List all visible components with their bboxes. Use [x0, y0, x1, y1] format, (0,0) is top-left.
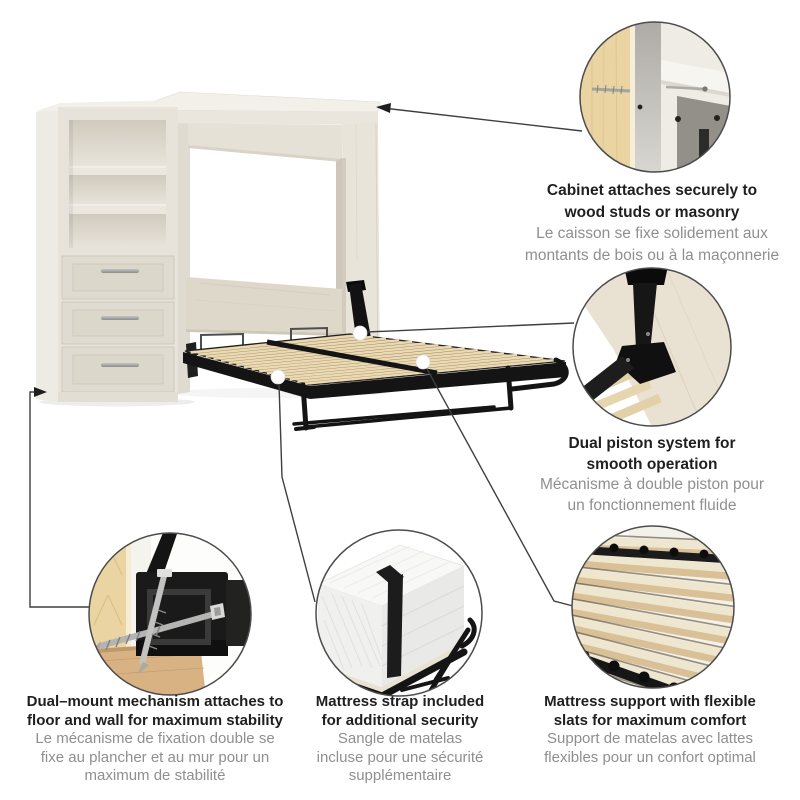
lag-screw — [90, 603, 225, 652]
callout-text-piston: Dual piston system for smooth operation … — [502, 434, 800, 516]
callout-en-text: Dual piston system for smooth operation — [568, 435, 736, 473]
callout-fr-text: Support de matelas avec lattes flexibles… — [544, 730, 756, 766]
white-dot-marker — [270, 369, 286, 385]
white-dot-marker — [352, 325, 368, 341]
bookcase — [36, 100, 180, 402]
callout-text-cabinet: Cabinet attaches securely to wood studs … — [502, 180, 800, 266]
callout-circle-piston — [572, 267, 732, 427]
connector-slats — [426, 368, 574, 607]
arrowhead — [376, 103, 391, 113]
wire-retainer-left — [200, 332, 244, 349]
center-rail — [266, 339, 438, 376]
mattress-strap — [376, 565, 404, 678]
lag-screw — [665, 85, 708, 92]
callout-fr-text: Le mécanisme de fixation double se fixe … — [35, 730, 275, 785]
callout-text-slats: Mattress support with flexible slats for… — [500, 693, 800, 767]
callout-fr-text: Sangle de matelas incluse pour une sécur… — [316, 730, 484, 785]
drawer-handle — [101, 363, 139, 367]
connector-floor-mount — [29, 387, 90, 608]
wire-retainer-right — [290, 326, 328, 345]
callout-text-mattress-strap: Mattress strap included for additional s… — [270, 693, 530, 786]
callout-fr-text: Mécanisme à double piston pour un foncti… — [539, 476, 765, 514]
connector-cabinet — [376, 103, 583, 132]
handle-bar — [292, 405, 496, 426]
callout-fr-text: Le caisson se fixe solidement aux montan… — [524, 225, 780, 264]
connector-lines — [29, 103, 583, 608]
bed-cabinet — [154, 91, 381, 394]
callout-circle-mattress-strap — [315, 529, 483, 697]
white-dot-marker — [415, 354, 431, 370]
shelf-opening — [69, 214, 166, 248]
callout-en-text: Dual–mount mechanism attaches to floor a… — [26, 693, 284, 729]
shelf-opening — [69, 120, 166, 167]
callout-circle-cabinet — [579, 21, 731, 173]
callout-en-text: Cabinet attaches securely to wood studs … — [546, 182, 758, 221]
callout-en-text: Mattress support with flexible slats for… — [544, 693, 756, 729]
drawer-handle — [101, 269, 139, 273]
drawer-1 — [61, 255, 175, 300]
lag-screw — [591, 84, 631, 95]
callout-circle-floor-mount — [88, 532, 252, 696]
drawer-2 — [61, 301, 175, 345]
drawer-handle — [101, 316, 139, 320]
shelf-opening — [69, 175, 166, 205]
mount-bracket — [136, 533, 251, 656]
drawer-3 — [61, 346, 175, 393]
connector-mattress-strap — [278, 383, 316, 603]
headboard-panel — [186, 277, 342, 336]
murphy-bed — [183, 325, 569, 431]
screw-head — [675, 116, 681, 122]
callout-en-text: Mattress strap included for additional s… — [315, 693, 485, 729]
screw-head — [637, 104, 643, 110]
connector-piston — [366, 322, 575, 333]
arrowhead — [34, 387, 47, 397]
lag-screw — [137, 569, 172, 675]
callout-text-floor-mount: Dual–mount mechanism attaches to floor a… — [5, 693, 305, 786]
screw-head — [714, 115, 720, 121]
bed-frame-legs — [292, 357, 569, 431]
